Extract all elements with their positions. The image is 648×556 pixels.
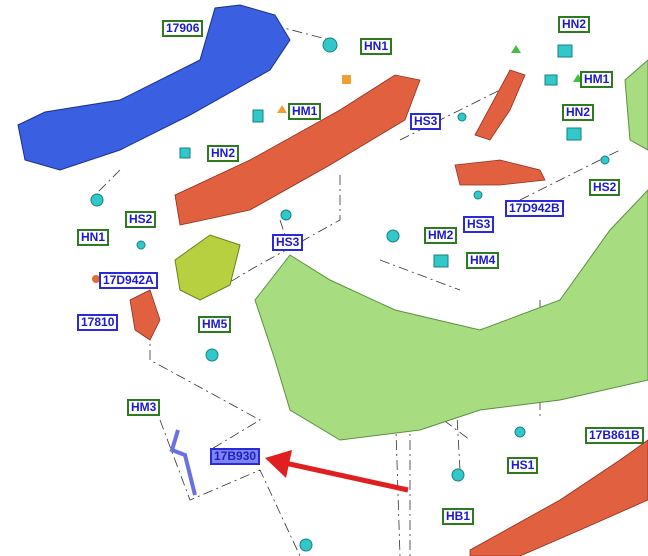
label-hn1[interactable]: HN1 [77,229,110,246]
fasteners [90,37,610,552]
label-17810[interactable]: 17810 [77,314,119,331]
label-hs3[interactable]: HS3 [272,234,304,251]
label-hm4[interactable]: HM4 [466,252,500,269]
label-hn2[interactable]: HN2 [558,16,591,33]
label-hb1[interactable]: HB1 [442,508,475,525]
label-hs3[interactable]: HS3 [463,216,495,233]
label-hm1[interactable]: HM1 [288,103,322,120]
callout-arrowhead [265,450,292,478]
reinforcement-beam [17,4,291,171]
label-hm5[interactable]: HM5 [198,316,232,333]
label-hs2[interactable]: HS2 [125,211,157,228]
callout-arrow [284,460,409,493]
label-hm3[interactable]: HM3 [127,399,161,416]
label-hm2[interactable]: HM2 [424,227,458,244]
label-hn2[interactable]: HN2 [207,145,240,162]
label-17b861b[interactable]: 17B861B [585,427,644,444]
label-17d942b[interactable]: 17D942B [505,200,564,217]
label-17d942a[interactable]: 17D942A [99,272,158,289]
label-hs1[interactable]: HS1 [507,457,539,474]
label-hs3[interactable]: HS3 [410,113,442,130]
rear-bumper-cover [254,189,648,441]
label-hn2[interactable]: HN2 [562,104,595,121]
bracket-17B930 [169,429,197,496]
label-17906[interactable]: 17906 [162,20,204,37]
bumper-brackets [129,69,648,556]
label-hs2[interactable]: HS2 [589,179,621,196]
side-bracket-17D942A [174,234,241,301]
label-hm1[interactable]: HM1 [580,71,614,88]
bumper-side-panel [624,59,648,151]
label-17b930-selected[interactable]: 17B930 [210,448,261,465]
label-hn1[interactable]: HN1 [360,38,393,55]
